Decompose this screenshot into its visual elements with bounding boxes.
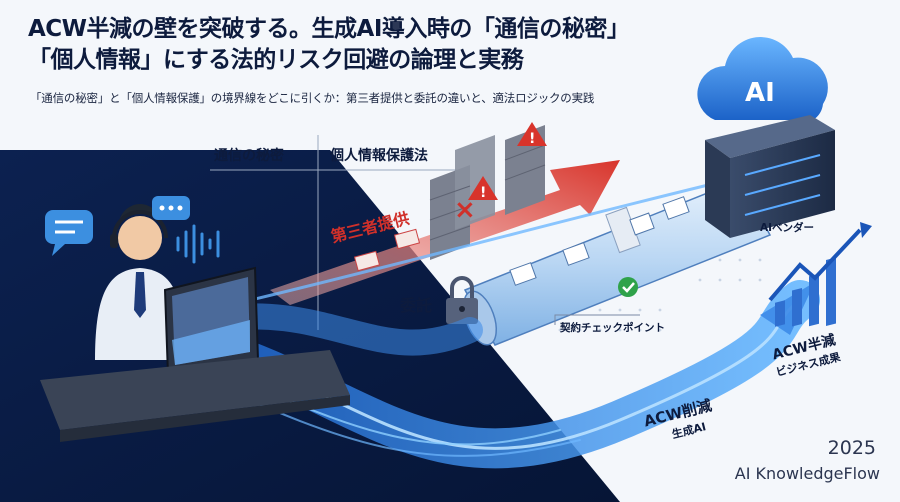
chat-bubble-icon — [45, 210, 93, 256]
svg-text:!: ! — [529, 131, 535, 147]
label-outsourcing: 委託 — [400, 296, 433, 315]
operator-figure — [95, 204, 185, 360]
desk — [40, 350, 350, 430]
column-dividers — [210, 135, 470, 330]
svg-text:×: × — [454, 195, 476, 225]
chat-dots-icon — [152, 196, 190, 220]
envelope-icon — [353, 228, 421, 272]
server-icon — [705, 115, 835, 238]
sound-wave-icon — [176, 224, 220, 264]
headset-operator-icon — [112, 210, 168, 239]
label-checkpoint: 契約チェックポイント — [560, 322, 665, 334]
warning-icon: ! ! — [468, 122, 547, 201]
footer-year: 2025 — [827, 437, 876, 459]
title-line-1: ACW半減の壁を突破する。生成AI導入時の「通信の秘密」 — [28, 16, 630, 42]
checkpoint-bracket — [554, 314, 640, 325]
label-privacy-law: 個人情報保護法 — [330, 148, 428, 164]
checkmark-icon — [618, 277, 638, 297]
label-secrecy: 通信の秘密 — [214, 148, 284, 164]
page-title: ACW半減の壁を突破する。生成AI導入時の「通信の秘密」 「個人情報」にする法的… — [28, 14, 718, 76]
padlock-icon — [446, 276, 478, 324]
subtitle: 「通信の秘密」と「個人情報保護」の境界線をどこに引くか：第三者提供と委託の違いと… — [30, 91, 595, 105]
svg-text:!: ! — [480, 185, 486, 201]
document-folder-icon — [509, 196, 690, 286]
ai-cloud-icon — [697, 37, 828, 120]
ai-badge: AI — [745, 78, 775, 108]
title-line-2: 「個人情報」にする法的リスク回避の論理と実務 — [28, 47, 524, 73]
label-vendor: AIベンダー — [760, 222, 815, 234]
footer-brand: AI KnowledgeFlow — [734, 464, 880, 483]
firewall-icon: × — [429, 125, 546, 260]
growth-chart-icon — [768, 222, 872, 327]
monitor-icon — [163, 266, 260, 377]
